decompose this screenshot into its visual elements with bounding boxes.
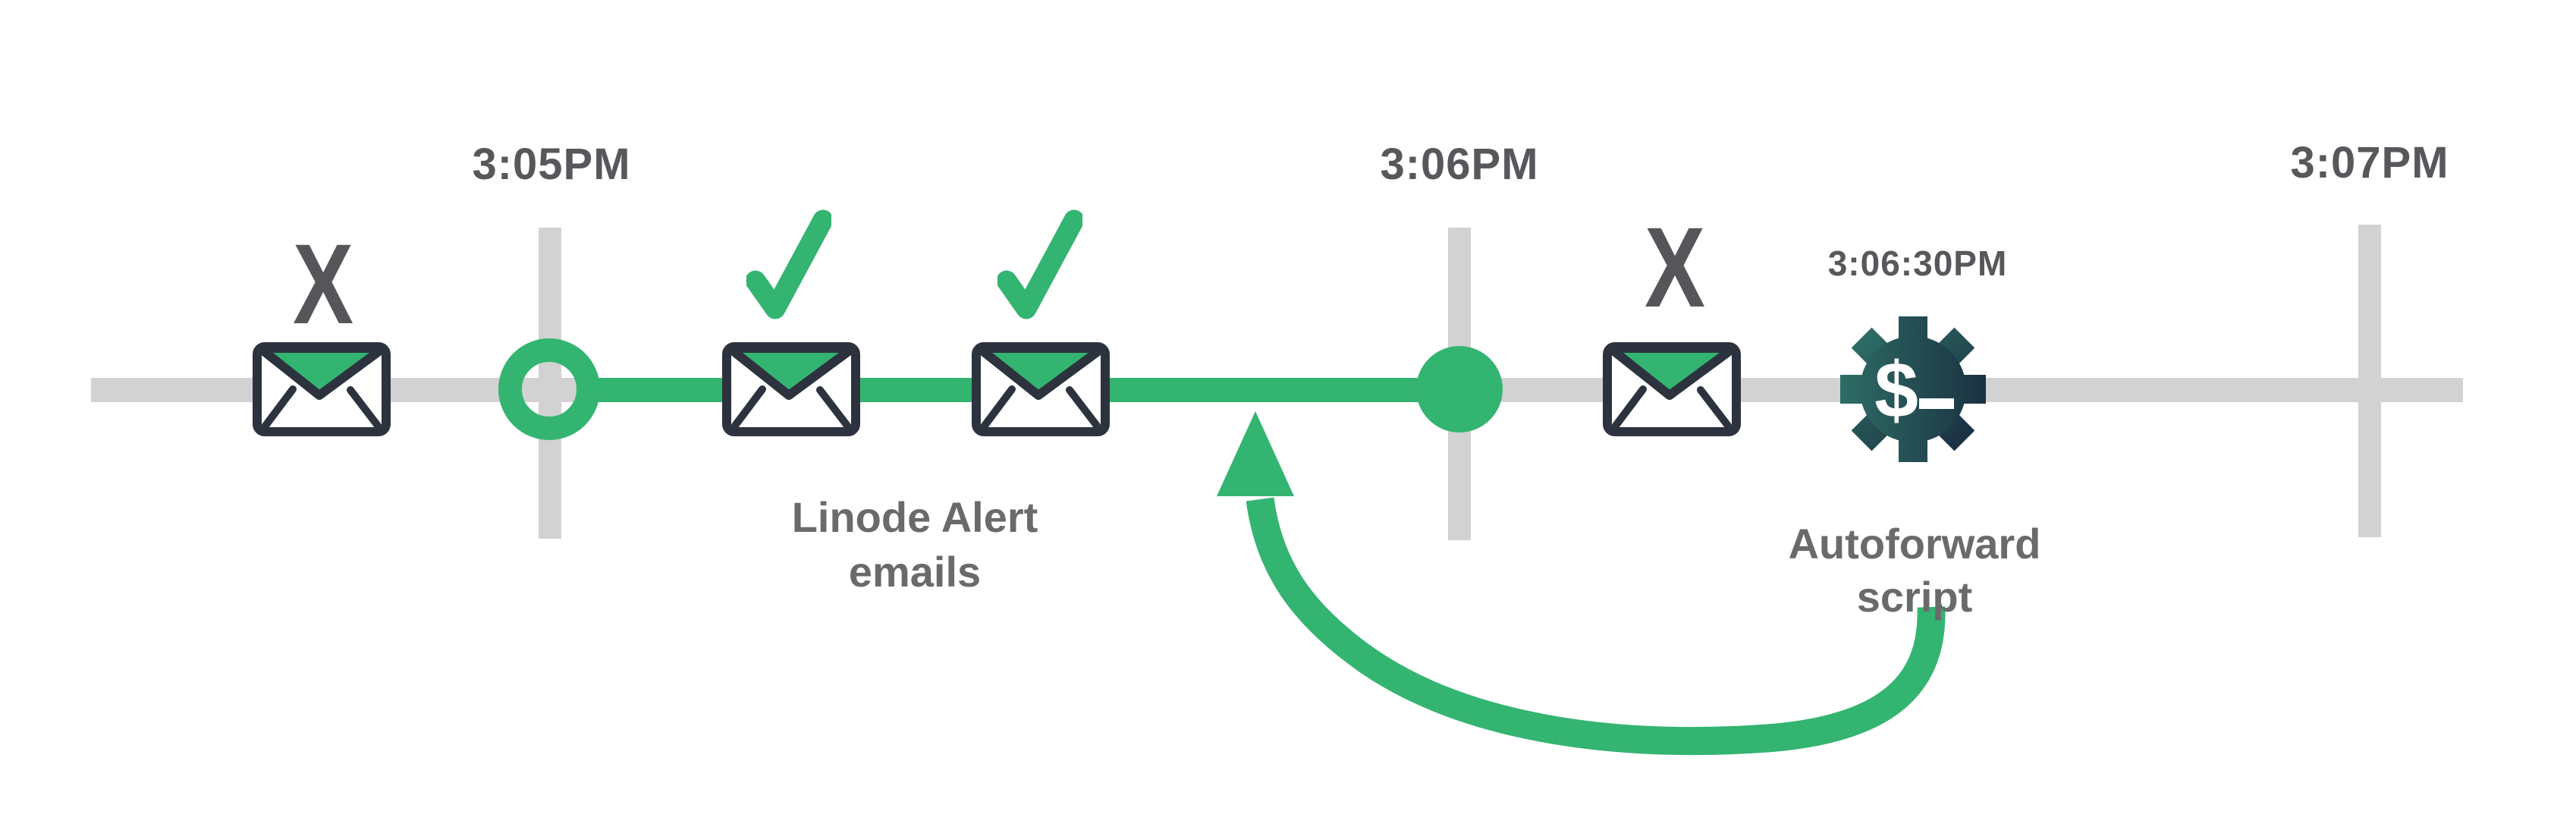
caption-line: Linode Alert [791,493,1038,541]
time-label-306pm: 3:06PM [1380,140,1539,189]
x-icon: X [209,220,437,348]
caption-autoforward-script: Autoforward script [1679,517,2150,624]
envelope-icon [722,342,860,436]
check-icon [746,209,831,319]
x-mark-glyph: X [1644,203,1706,331]
shell-cursor-icon [1919,398,1954,409]
envelope-icon [972,342,1110,436]
autoforward-arrow-curve [1246,497,1946,756]
time-label-30630pm: 3:06:30PM [1827,244,2008,283]
time-label-305pm: 3:05PM [472,140,631,189]
tick-305pm [539,228,561,539]
x-mark-glyph: X [292,220,354,348]
envelope-icon [1603,342,1741,436]
autoforward-arrowhead-icon [1217,411,1294,496]
gear-script-icon: $ [1840,316,1986,462]
segment-start-ring-icon [498,338,600,440]
caption-line: Autoforward [1788,520,2041,568]
caption-line: script [1856,573,1973,621]
segment-end-dot-icon [1416,346,1503,432]
envelope-icon [253,342,391,436]
shell-prompt-symbol: $ [1874,347,1918,435]
caption-line: emails [848,548,982,596]
caption-linode-alert-emails: Linode Alert emails [680,490,1150,599]
tick-307pm [2358,225,2381,537]
time-label-307pm: 3:07PM [2290,138,2449,187]
check-icon [997,209,1082,319]
x-icon: X [1561,203,1789,331]
